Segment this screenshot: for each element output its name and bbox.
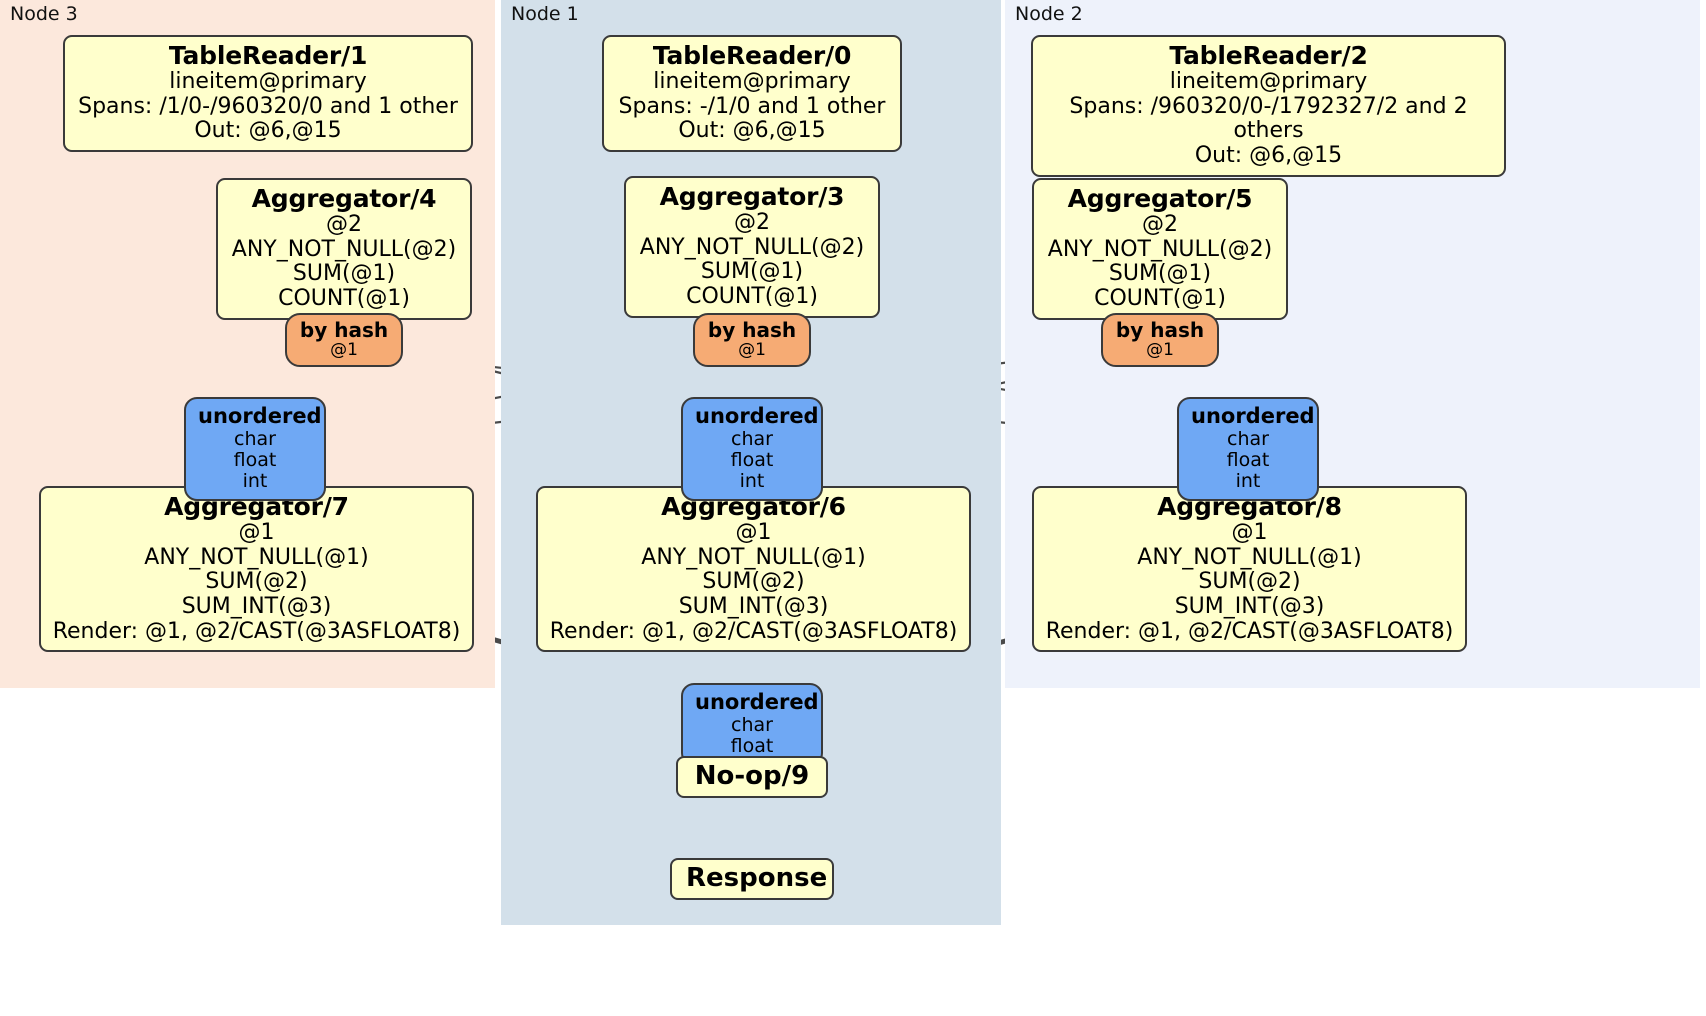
node-line: ANY_NOT_NULL(@1) xyxy=(1137,544,1362,570)
input-router-title: unordered xyxy=(695,690,819,714)
node-line: lineitem@primary xyxy=(653,69,851,94)
output-router-title: by hash xyxy=(299,318,389,342)
input-router-unordered-right[interactable]: unordered char float int xyxy=(1177,397,1319,502)
node-title: Aggregator/5 xyxy=(1067,184,1253,213)
node-no-op-9[interactable]: No-op/9 xyxy=(676,756,828,799)
output-router-by-hash-right[interactable]: by hash @1 xyxy=(1101,313,1219,368)
node-aggregator-6[interactable]: Aggregator/6 @1 ANY_NOT_NULL(@1) SUM(@2)… xyxy=(536,486,971,653)
output-router-line: @1 xyxy=(1146,340,1174,361)
output-router-by-hash-left[interactable]: by hash @1 xyxy=(285,313,403,368)
input-router-line: char xyxy=(731,713,773,736)
input-router-title: unordered xyxy=(695,404,819,428)
node-line: SUM(@1) xyxy=(292,261,396,287)
input-router-line: int xyxy=(1235,470,1261,493)
node-tablereader-2[interactable]: TableReader/2 lineitem@primary Spans: /9… xyxy=(1031,35,1506,177)
node-line: Spans: /1/0-/960320/0 and 1 other xyxy=(78,93,458,119)
node-line: @1 xyxy=(735,520,772,545)
node-aggregator-3[interactable]: Aggregator/3 @2 ANY_NOT_NULL(@2) SUM(@1)… xyxy=(624,176,880,318)
node-line: Render: @1, @2/CAST(@3ASFLOAT8) xyxy=(1045,618,1454,644)
node-line: Spans: /960320/0-/1792327/2 and 2 others xyxy=(1069,93,1468,144)
input-router-line: char xyxy=(234,427,276,450)
node-title: TableReader/2 xyxy=(1169,41,1368,70)
node-title: Response xyxy=(686,863,828,893)
node-title: TableReader/1 xyxy=(168,41,368,70)
node-line: SUM_INT(@3) xyxy=(1174,593,1325,619)
node-line: Render: @1, @2/CAST(@3ASFLOAT8) xyxy=(549,618,958,644)
input-router-line: float xyxy=(730,734,774,757)
input-router-line: float xyxy=(233,448,277,471)
node-line: lineitem@primary xyxy=(169,69,367,94)
input-router-unordered-left[interactable]: unordered char float int xyxy=(184,397,326,502)
node-title: Aggregator/3 xyxy=(659,182,845,211)
input-router-line: float xyxy=(730,448,774,471)
node-line: COUNT(@1) xyxy=(686,283,818,309)
node-line: Out: @6,@15 xyxy=(194,118,342,144)
node-line: ANY_NOT_NULL(@2) xyxy=(1047,236,1273,262)
node-line: SUM(@1) xyxy=(700,259,804,285)
output-router-line: @1 xyxy=(330,340,358,361)
input-router-title: unordered xyxy=(1191,404,1315,428)
node-tablereader-0[interactable]: TableReader/0 lineitem@primary Spans: -/… xyxy=(602,35,902,152)
input-router-line: int xyxy=(242,470,268,493)
output-router-title: by hash xyxy=(707,318,797,342)
node-aggregator-4[interactable]: Aggregator/4 @2 ANY_NOT_NULL(@2) SUM(@1)… xyxy=(216,178,472,320)
node-line: Spans: -/1/0 and 1 other xyxy=(618,93,886,119)
node-aggregator-5[interactable]: Aggregator/5 @2 ANY_NOT_NULL(@2) SUM(@1)… xyxy=(1032,178,1288,320)
output-router-line: @1 xyxy=(738,340,766,361)
cluster-node-3-label: Node 3 xyxy=(10,3,78,25)
node-line: SUM_INT(@3) xyxy=(181,593,332,619)
output-router-title: by hash xyxy=(1115,318,1205,342)
node-line: @2 xyxy=(326,212,362,237)
node-line: Out: @6,@15 xyxy=(678,118,826,144)
node-line: COUNT(@1) xyxy=(278,285,410,311)
input-router-line: char xyxy=(1227,427,1269,450)
input-router-line: float xyxy=(1226,448,1270,471)
node-line: COUNT(@1) xyxy=(1094,285,1226,311)
node-aggregator-8[interactable]: Aggregator/8 @1 ANY_NOT_NULL(@1) SUM(@2)… xyxy=(1032,486,1467,653)
node-aggregator-7[interactable]: Aggregator/7 @1 ANY_NOT_NULL(@1) SUM(@2)… xyxy=(39,486,474,653)
cluster-node-2-label: Node 2 xyxy=(1015,3,1083,25)
input-router-unordered-center[interactable]: unordered char float int xyxy=(681,397,823,502)
node-line: SUM(@1) xyxy=(1108,261,1212,287)
node-title: No-op/9 xyxy=(694,761,810,791)
input-router-line: char xyxy=(731,427,773,450)
node-line: Render: @1, @2/CAST(@3ASFLOAT8) xyxy=(52,618,461,644)
input-router-title: unordered xyxy=(198,404,322,428)
node-line: Out: @6,@15 xyxy=(1194,142,1343,168)
node-line: @2 xyxy=(1142,212,1178,237)
input-router-line: int xyxy=(739,470,765,493)
node-line: SUM(@2) xyxy=(205,569,308,595)
node-title: TableReader/0 xyxy=(652,41,852,70)
node-tablereader-1[interactable]: TableReader/1 lineitem@primary Spans: /1… xyxy=(63,35,473,152)
node-line: @1 xyxy=(238,520,275,545)
cluster-node-1-label: Node 1 xyxy=(511,3,579,25)
input-router-unordered-final[interactable]: unordered char float xyxy=(681,683,823,767)
node-line: @1 xyxy=(1231,520,1268,545)
node-line: ANY_NOT_NULL(@1) xyxy=(641,544,866,570)
node-line: SUM_INT(@3) xyxy=(678,593,829,619)
node-line: lineitem@primary xyxy=(1169,69,1368,94)
node-line: SUM(@2) xyxy=(1198,569,1301,595)
output-router-by-hash-center[interactable]: by hash @1 xyxy=(693,313,811,368)
node-line: @2 xyxy=(734,210,770,235)
node-response[interactable]: Response xyxy=(670,858,834,901)
node-line: ANY_NOT_NULL(@2) xyxy=(639,234,865,260)
node-line: SUM(@2) xyxy=(702,569,805,595)
node-title: Aggregator/4 xyxy=(251,184,437,213)
node-line: ANY_NOT_NULL(@1) xyxy=(144,544,369,570)
node-line: ANY_NOT_NULL(@2) xyxy=(231,236,457,262)
